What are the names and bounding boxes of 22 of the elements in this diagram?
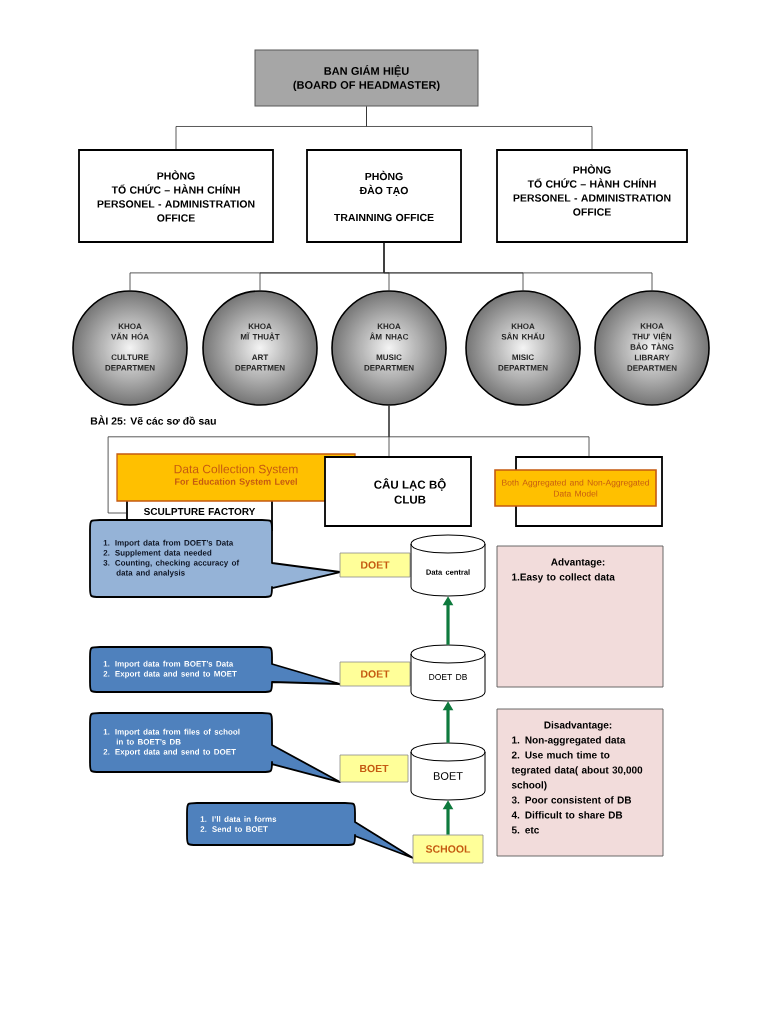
connector-line: [383, 242, 653, 291]
speech-callout: 1. Import data from BOET’s Data 2. Export data and send to MOET: [89, 646, 341, 693]
level-tag: BOET: [339, 754, 409, 783]
office-box: PHÒNG TỔ CHỨC – HÀNH CHÍNH PERSONEL - ADMINISTRATION OFFICE: [78, 149, 274, 243]
connector-line: [388, 405, 590, 457]
note-box: Advantage: 1.Easy to collect data: [496, 545, 664, 688]
level-tag: SCHOOL: [412, 834, 484, 864]
level-tag: DOET: [339, 661, 411, 687]
speech-callout: 1. Import data from DOET’s Data 2. Supplement data needed 3. Counting, checking accuracy of data and analysis: [89, 519, 341, 598]
office-box: PHÒNG TỔ CHỨC – HÀNH CHÍNH PERSONEL - ADMINISTRATION OFFICE: [496, 149, 688, 243]
level-tag: DOET: [339, 552, 411, 578]
org-box: BAN GIÁM HIỆU (BOARD OF HEADMASTER): [254, 49, 479, 107]
model-banner: Both Aggregated and Non-Aggregated Data Model: [494, 469, 657, 507]
note-box: Disadvantage: 1. Non-aggregated data 2. Use much time to tegrated data( about 30,000 school) 3. Poor consistent of DB 4. Difficult to share DB 5. etc: [496, 708, 664, 857]
speech-callout: 1. Import data from files of school in to BOET’s DB 2. Export data and send to DOET: [89, 712, 341, 783]
office-box: PHÒNG ĐÀO TẠO TRAINNING OFFICE: [306, 149, 462, 243]
connector-line: [366, 106, 593, 150]
speech-callout: 1. I’ll data in forms 2. Send to BOET: [186, 802, 414, 859]
exercise-heading: BÀI 25: Vẽ các sơ đồ sau: [90, 415, 216, 425]
club-box: CÂU LẠC BỘ CLUB: [324, 456, 472, 527]
database-cylinder: DOET DB: [410, 644, 486, 702]
database-cylinder: BOET: [410, 742, 486, 801]
